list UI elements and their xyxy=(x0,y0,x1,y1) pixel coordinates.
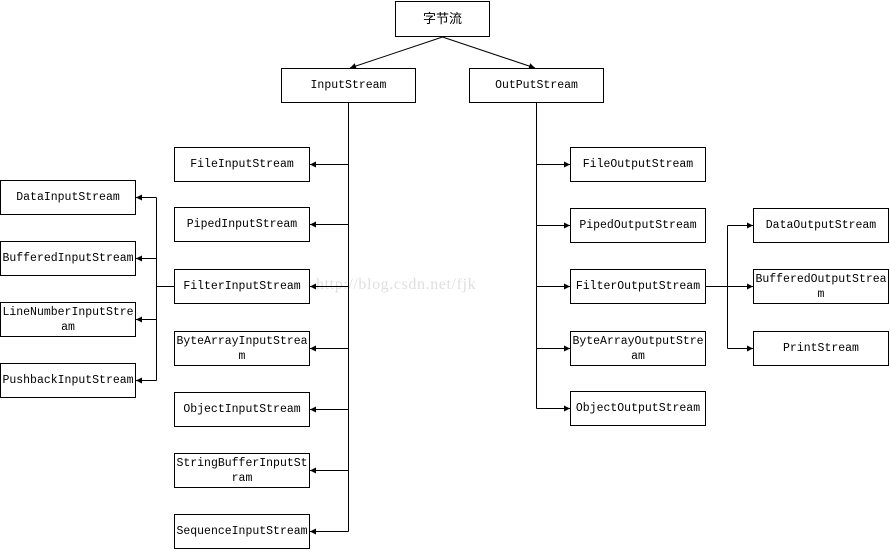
input-stream-label: InputStream xyxy=(310,79,387,92)
root-node: 字节流 xyxy=(395,1,490,37)
node-label: PushbackInputStream xyxy=(2,374,134,387)
node-label: BufferedOutputStream xyxy=(755,272,887,301)
node-label: PipedInputStream xyxy=(186,218,298,231)
node-label: DataInputStream xyxy=(16,191,120,204)
bytearray-input-stream-node: ByteArrayInputStream xyxy=(174,331,310,366)
node-label: FilterInputStream xyxy=(183,280,301,293)
data-output-stream-node: DataOutputStream xyxy=(753,208,889,243)
node-label: ByteArrayInputStream xyxy=(176,334,308,363)
piped-input-stream-node: PipedInputStream xyxy=(174,207,310,242)
node-label: PrintStream xyxy=(783,342,859,355)
node-label: StringBufferInputStram xyxy=(176,456,308,485)
file-output-stream-node: FileOutputStream xyxy=(570,147,706,182)
filter-input-stream-node: FilterInputStream xyxy=(174,269,310,304)
output-stream-label: OutPutStream xyxy=(495,79,578,92)
arrow-root-to-input xyxy=(349,36,443,69)
object-input-stream-node: ObjectInputStream xyxy=(174,392,310,427)
node-label: SequenceInputStream xyxy=(176,525,308,538)
filter-output-stream-node: FilterOutputStream xyxy=(570,269,706,304)
bytearray-output-stream-node: ByteArrayOutputStream xyxy=(570,331,706,366)
watermark: http://blog.csdn.net/fjk xyxy=(316,276,477,293)
node-label: FileOutputStream xyxy=(582,158,694,171)
sequence-input-stream-node: SequenceInputStream xyxy=(174,514,310,549)
buffered-output-stream-node: BufferedOutputStream xyxy=(753,269,889,304)
linenumber-input-stream-node: LineNumberInputStream xyxy=(0,302,136,337)
node-label: BufferedInputStream xyxy=(2,252,134,265)
input-stream-node: InputStream xyxy=(281,68,416,103)
node-label: ObjectOutputStream xyxy=(575,402,701,415)
buffered-input-stream-node: BufferedInputStream xyxy=(0,241,136,276)
stringbuffer-input-stream-node: StringBufferInputStram xyxy=(174,453,310,488)
node-label: LineNumberInputStream xyxy=(2,305,134,334)
data-input-stream-node: DataInputStream xyxy=(0,180,136,215)
object-output-stream-node: ObjectOutputStream xyxy=(570,391,706,426)
print-stream-node: PrintStream xyxy=(753,331,889,366)
file-input-stream-node: FileInputStream xyxy=(174,147,310,182)
arrow-root-to-output xyxy=(442,36,536,69)
root-label: 字节流 xyxy=(422,11,462,27)
node-label: ObjectInputStream xyxy=(183,403,301,416)
output-stream-node: OutPutStream xyxy=(469,68,604,103)
node-label: FilterOutputStream xyxy=(575,280,701,293)
node-label: FileInputStream xyxy=(190,158,294,171)
pushback-input-stream-node: PushbackInputStream xyxy=(0,363,136,398)
piped-output-stream-node: PipedOutputStream xyxy=(570,208,706,243)
node-label: DataOutputStream xyxy=(765,219,877,232)
node-label: ByteArrayOutputStream xyxy=(572,334,704,363)
node-label: PipedOutputStream xyxy=(579,219,697,232)
